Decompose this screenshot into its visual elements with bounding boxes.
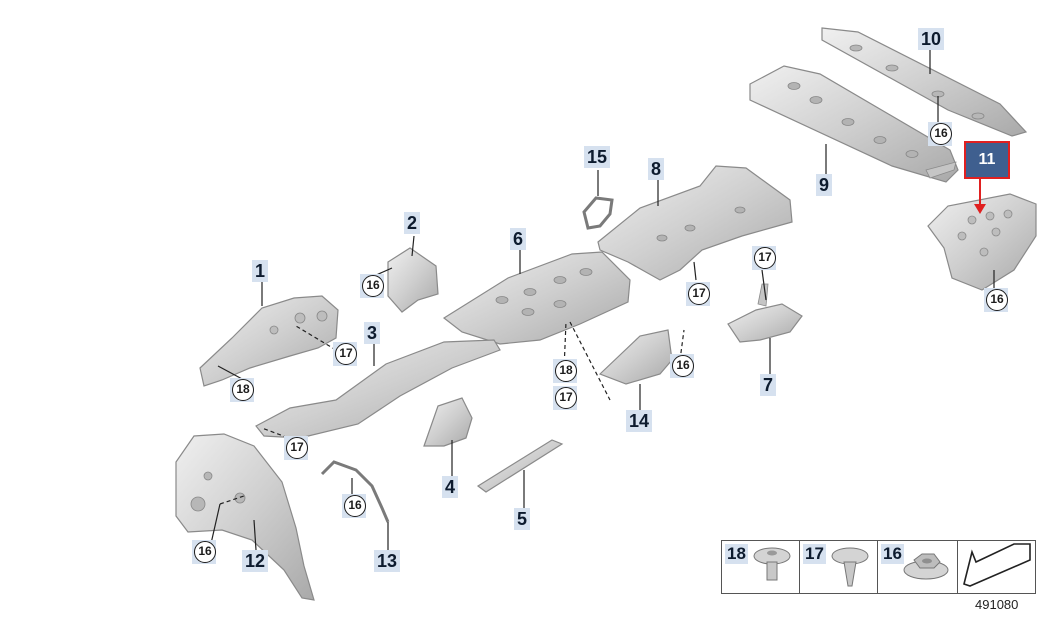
label-part-15: 15 xyxy=(584,146,611,168)
legend-label: 16 xyxy=(881,544,904,564)
callout-18: 18 xyxy=(555,360,577,382)
callout-16: 16 xyxy=(362,275,384,297)
label-part-6: 6 xyxy=(510,228,527,250)
label-part-8: 8 xyxy=(648,158,665,180)
callout-17: 17 xyxy=(688,283,710,305)
document-number: 491080 xyxy=(975,597,1019,612)
legend-cell-nut: 16 xyxy=(878,541,958,593)
legend-cell-rivet: 18 xyxy=(722,541,800,593)
fastener-legend: 18 17 16 xyxy=(721,540,1036,594)
legend-cell-arrow xyxy=(958,541,1035,593)
label-part-14: 14 xyxy=(626,410,653,432)
heat-shield-8 xyxy=(597,165,793,281)
label-part-3: 3 xyxy=(364,322,381,344)
label-part-9: 9 xyxy=(816,174,833,196)
callout-18: 18 xyxy=(232,379,254,401)
label-part-12: 12 xyxy=(242,550,269,572)
bracket-13 xyxy=(320,460,390,523)
callout-17: 17 xyxy=(555,387,577,409)
callout-17: 17 xyxy=(286,437,308,459)
label-part-11-text: 11 xyxy=(978,151,996,168)
strip-5 xyxy=(476,439,564,493)
heat-shield-1 xyxy=(199,295,339,387)
expanding-rivet-icon xyxy=(753,547,791,581)
label-part-5: 5 xyxy=(514,508,531,530)
label-part-1: 1 xyxy=(252,260,269,282)
bracket-14 xyxy=(598,329,673,385)
label-part-7: 7 xyxy=(760,374,777,396)
bracket-2 xyxy=(387,247,439,313)
callout-16: 16 xyxy=(344,495,366,517)
callout-16: 16 xyxy=(672,355,694,377)
legend-label: 17 xyxy=(803,544,826,564)
bracket-15 xyxy=(582,196,614,230)
legend-cell-clip: 17 xyxy=(800,541,878,593)
heat-shield-10 xyxy=(821,27,1028,137)
legend-label: 18 xyxy=(725,544,748,564)
plastic-clip-icon xyxy=(831,547,869,587)
label-part-10: 10 xyxy=(918,28,945,50)
callout-17: 17 xyxy=(335,343,357,365)
heat-shield-6 xyxy=(442,251,631,345)
callout-16: 16 xyxy=(194,541,216,563)
bracket-7 xyxy=(727,303,803,343)
orientation-arrow-icon xyxy=(963,543,1031,587)
label-part-11-highlighted[interactable]: 11 xyxy=(964,141,1010,179)
callout-16: 16 xyxy=(986,289,1008,311)
hex-nut-icon xyxy=(903,553,949,580)
bracket-4 xyxy=(423,397,473,447)
label-part-2: 2 xyxy=(404,212,421,234)
label-part-13: 13 xyxy=(374,550,401,572)
callout-16: 16 xyxy=(930,123,952,145)
callout-17: 17 xyxy=(754,247,776,269)
label-part-4: 4 xyxy=(442,476,459,498)
